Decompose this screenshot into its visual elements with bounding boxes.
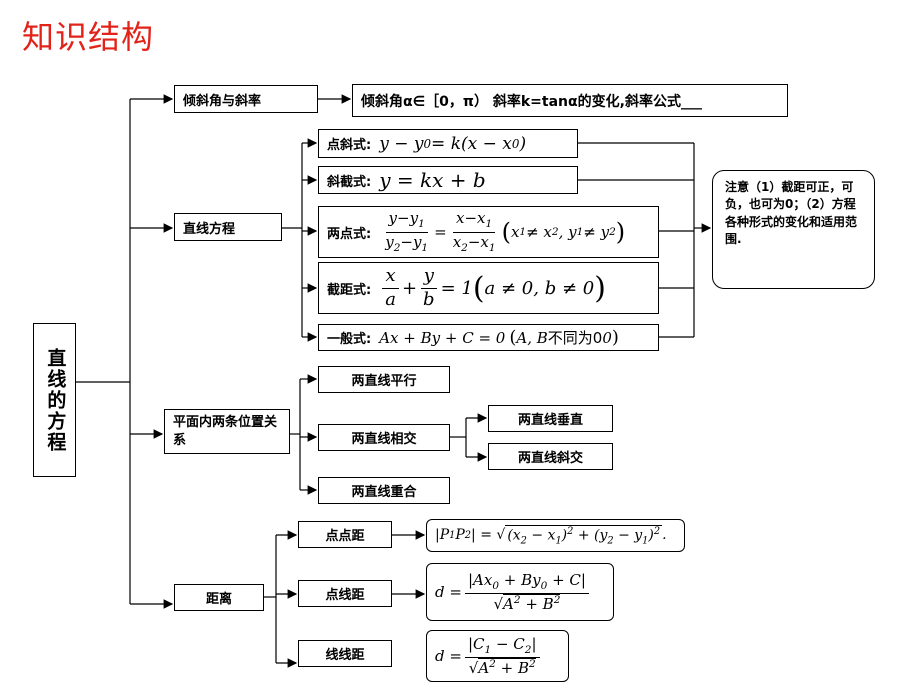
slope-intercept-formula: y = kx + b	[379, 168, 486, 192]
note-text: 注意（1）截距可正，可负，也可为0；（2）方程各种形式的变化和适用范围.	[725, 180, 858, 247]
general-note: 不同为0	[547, 329, 603, 347]
parallel-label: 两直线平行	[351, 374, 417, 389]
point-line-formula-box: d = |Ax0 + By0 + C|√A2 + B2	[426, 563, 614, 621]
point-point-node: 点点距	[298, 521, 392, 548]
line-line-node: 线线距	[298, 640, 392, 667]
coincide-node: 两直线重合	[318, 477, 450, 504]
point-slope-label: 点斜式:	[327, 138, 372, 153]
line-line-label: 线线距	[325, 648, 365, 663]
oblique-label: 两直线斜交	[517, 451, 583, 466]
coincide-label: 两直线重合	[351, 485, 417, 500]
line-equation-node: 直线方程	[174, 213, 282, 241]
distance-label: 距离	[205, 592, 232, 607]
perpendicular-node: 两直线垂直	[488, 405, 613, 432]
intercept-label: 截距式:	[327, 282, 372, 298]
point-line-node: 点线距	[298, 580, 392, 607]
slope-intercept-form: 斜截式: y = kx + b	[318, 166, 578, 194]
line-line-formula: d = |C1 − C2|√A2 + B2	[435, 635, 543, 678]
two-point-label: 两点式:	[327, 226, 372, 242]
intersect-node: 两直线相交	[318, 424, 450, 451]
root-label: 直线的方程	[44, 347, 67, 453]
root-node: 直线的方程	[33, 323, 76, 477]
general-label: 一般式:	[327, 332, 372, 347]
relation-node: 平面内两条位置关系	[164, 409, 290, 454]
perpendicular-label: 两直线垂直	[517, 413, 583, 428]
intersect-label: 两直线相交	[351, 432, 417, 447]
slope-angle-label: 倾斜角与斜率	[183, 93, 262, 109]
slope-intercept-label: 斜截式:	[327, 174, 372, 190]
point-line-formula: d = |Ax0 + By0 + C|√A2 + B2	[435, 571, 592, 614]
point-line-label: 点线距	[325, 588, 365, 603]
oblique-node: 两直线斜交	[488, 443, 613, 470]
line-equation-label: 直线方程	[183, 221, 236, 237]
point-point-label: 点点距	[325, 529, 365, 544]
slope-detail-text: 倾斜角α∈［0，π） 斜率k=tanα的变化,斜率公式___	[361, 93, 702, 110]
line-line-formula-box: d = |C1 − C2|√A2 + B2	[426, 630, 569, 682]
slope-detail-node: 倾斜角α∈［0，π） 斜率k=tanα的变化,斜率公式___	[352, 84, 788, 117]
distance-node: 距离	[174, 584, 264, 611]
parallel-node: 两直线平行	[318, 366, 450, 393]
note-box: 注意（1）截距可正，可负，也可为0；（2）方程各种形式的变化和适用范围.	[712, 170, 875, 289]
page-title: 知识结构	[22, 18, 155, 56]
slope-angle-node: 倾斜角与斜率	[174, 85, 318, 113]
relation-label: 平面内两条位置关系	[173, 414, 278, 448]
